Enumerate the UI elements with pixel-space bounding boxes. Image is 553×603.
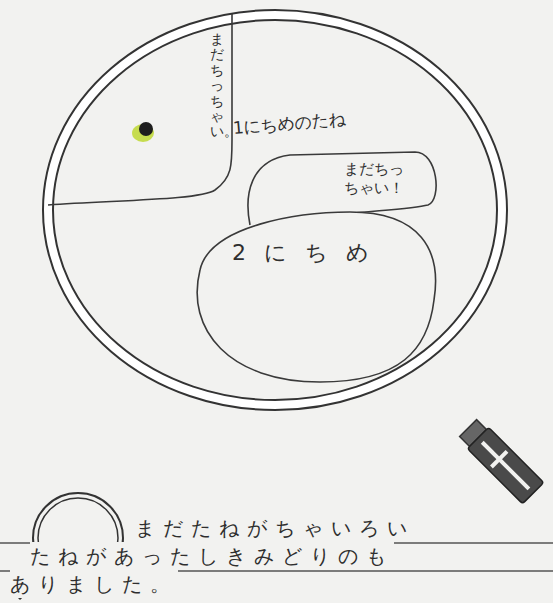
vertical-note: まだちっちゃい。 [210,32,224,140]
region-heading: 1にちめのたね [232,108,346,139]
region-blob: 2にちめ [188,205,440,387]
answer-line: たねがあったしきみどりのも [30,542,394,570]
lens-rim-outer [43,10,507,410]
outline-path [197,212,435,382]
text-holder: 2にちめ [232,239,387,267]
outline-shape [188,205,440,387]
answer-line: まだたねがちゃいろい [135,514,415,542]
seed-day0 [132,122,154,142]
outline-path [48,14,232,205]
lens-rim-inner [53,20,497,400]
magnifier-handle [457,417,543,503]
answer-line: ありました。 [10,570,178,598]
text-holder: まだちっちゃい！ [344,160,409,198]
region-heading: 2にちめ [232,239,387,267]
region-note: まだちっちゃい！ [344,160,409,198]
answer-text: まだたねがちゃいろい たねがあったしきみどりのも ありました。 [10,514,415,598]
text-holder: まだちっちゃい。 [210,32,224,140]
text-holder: 1にちめのたね [232,108,346,139]
region-outline: まだちっちゃい。 [40,12,240,212]
